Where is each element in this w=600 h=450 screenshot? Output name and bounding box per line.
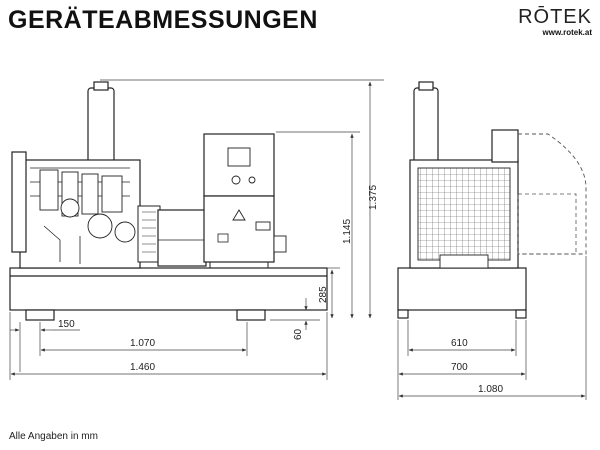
dim-length-total-label: 1.460 <box>130 362 155 373</box>
units-note: Alle Angaben in mm <box>9 431 98 442</box>
side-view <box>9 81 328 321</box>
dim-width-inner-label: 610 <box>451 338 468 349</box>
alternator <box>157 209 207 267</box>
dim-foot-offset-label: 150 <box>58 319 75 330</box>
dim-base-height-label: 285 <box>318 286 329 303</box>
dim-width-total <box>398 256 587 400</box>
dim-width-frame <box>397 320 527 400</box>
dim-foot-offset <box>10 322 80 372</box>
dim-height-total-label: 1.375 <box>368 185 379 210</box>
dim-skid-height-label: 60 <box>293 328 304 340</box>
front-base-frame <box>397 267 527 311</box>
page-title: GERÄTEABMESSUNGEN <box>8 6 318 34</box>
dim-height-total <box>100 79 384 319</box>
foot-right <box>236 309 266 321</box>
brand-logo: RŌTEK www.rotek.at <box>496 6 592 38</box>
engine-block <box>11 151 161 269</box>
control-cabinet <box>203 133 287 268</box>
base-frame <box>9 267 328 311</box>
brand-name: RŌTEK <box>518 6 592 28</box>
dim-width-total-label: 1.080 <box>478 384 503 395</box>
cabinet-swing-outline <box>518 133 587 255</box>
brand-url: www.rotek.at <box>542 28 593 37</box>
dim-width-frame-label: 700 <box>451 362 468 373</box>
front-exhaust-cylinder <box>413 87 439 169</box>
dim-foot-spacing-label: 1.070 <box>130 338 155 349</box>
dim-length-total <box>9 312 328 380</box>
dim-height-frame-label: 1.145 <box>342 219 353 244</box>
front-view <box>397 81 587 319</box>
dim-base-height <box>327 267 340 319</box>
dim-width-inner <box>407 320 517 356</box>
dim-skid-height <box>270 298 320 330</box>
radiator-grille <box>417 167 511 261</box>
dim-foot-spacing <box>40 322 248 356</box>
foot-left <box>25 309 55 321</box>
dim-height-frame <box>276 131 360 319</box>
